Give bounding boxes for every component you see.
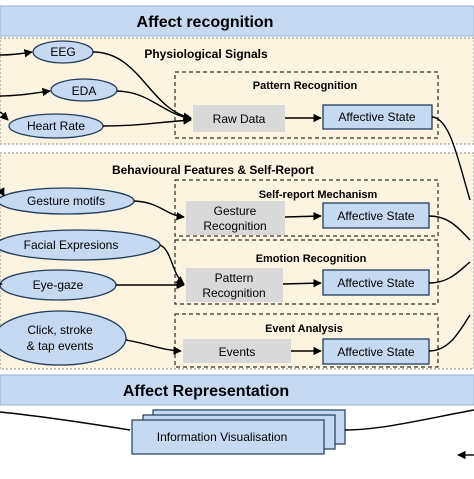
click-events-input	[0, 310, 127, 366]
eda-in-arrow	[0, 87, 51, 97]
eeg-in-arrow	[0, 49, 33, 58]
events-box	[183, 339, 291, 363]
gesture-line2: Recognition	[203, 219, 266, 233]
pattern-recognition-process	[186, 268, 283, 302]
click-to-events-arrow	[125, 339, 182, 355]
emotion-recognition-title: Emotion Recognition	[256, 253, 367, 265]
pattern-recognition-title: Pattern Recognition	[253, 80, 358, 92]
click-events-line2: & tap events	[27, 339, 94, 353]
physio-out-arrow	[431, 116, 471, 201]
behavioural-heading: Behavioural Features & Self-Report	[112, 163, 314, 177]
info-visualisation-box	[131, 419, 325, 455]
event-out-arrow	[428, 314, 471, 352]
physiological-heading: Physiological Signals	[144, 47, 268, 61]
eye-gaze-label: Eye-gaze	[33, 278, 84, 292]
self-report-title: Self-report Mechanism	[259, 189, 378, 201]
pattern-line1: Pattern	[215, 271, 254, 285]
gesture-in-arrow	[0, 187, 5, 197]
pattern-line2: Recognition	[202, 286, 265, 300]
affect-representation-title: Affect Representation	[123, 383, 289, 400]
eeg-label: EEG	[50, 45, 75, 59]
eeg-to-raw-arrow	[92, 51, 192, 121]
gesture-to-recognition-arrow	[133, 200, 185, 221]
emotion-out-arrow	[428, 261, 471, 284]
pattern-to-state-arrow	[282, 279, 322, 288]
raw-data-box	[193, 105, 285, 132]
event-affective-state-label: Affective State	[337, 345, 414, 359]
eda-signal	[50, 78, 118, 102]
eye-in-arrow	[0, 279, 3, 289]
gesture-to-state-arrow	[284, 212, 322, 221]
click-events-line1: Click, stroke	[27, 323, 93, 337]
info-in-arrow	[0, 411, 131, 431]
raw-data-label: Raw Data	[213, 112, 266, 126]
emotion-affective-state	[322, 269, 430, 296]
eda-to-raw-arrow	[116, 90, 192, 122]
heart-in-arrow	[0, 111, 9, 121]
event-analysis-title: Event Analysis	[265, 323, 343, 335]
events-label: Events	[219, 345, 256, 359]
eda-label: EDA	[72, 84, 97, 98]
heart-to-raw-arrow	[102, 116, 192, 127]
self-report-affective-state	[322, 202, 430, 229]
info-out-arrow	[344, 409, 474, 431]
emotion-affective-state-label: Affective State	[337, 276, 414, 290]
info-visualisation-label: Information Visualisation	[157, 430, 288, 444]
facial-expressions-label: Facial Expresions	[24, 238, 119, 252]
physio-affective-state-label: Affective State	[338, 110, 415, 124]
affect-recognition-band	[0, 5, 474, 37]
self-report-affective-state-label: Affective State	[337, 209, 414, 223]
gesture-recognition-box	[186, 201, 285, 235]
heart-rate-label: Heart Rate	[27, 119, 85, 133]
affect-recognition-title: Affect recognition	[137, 14, 274, 31]
self-report-out-arrow	[428, 215, 471, 241]
gesture-motifs-label: Gesture motifs	[27, 194, 105, 208]
gesture-line1: Gesture	[214, 204, 257, 218]
physio-affective-state	[322, 104, 433, 130]
affect-representation-band	[0, 374, 474, 406]
